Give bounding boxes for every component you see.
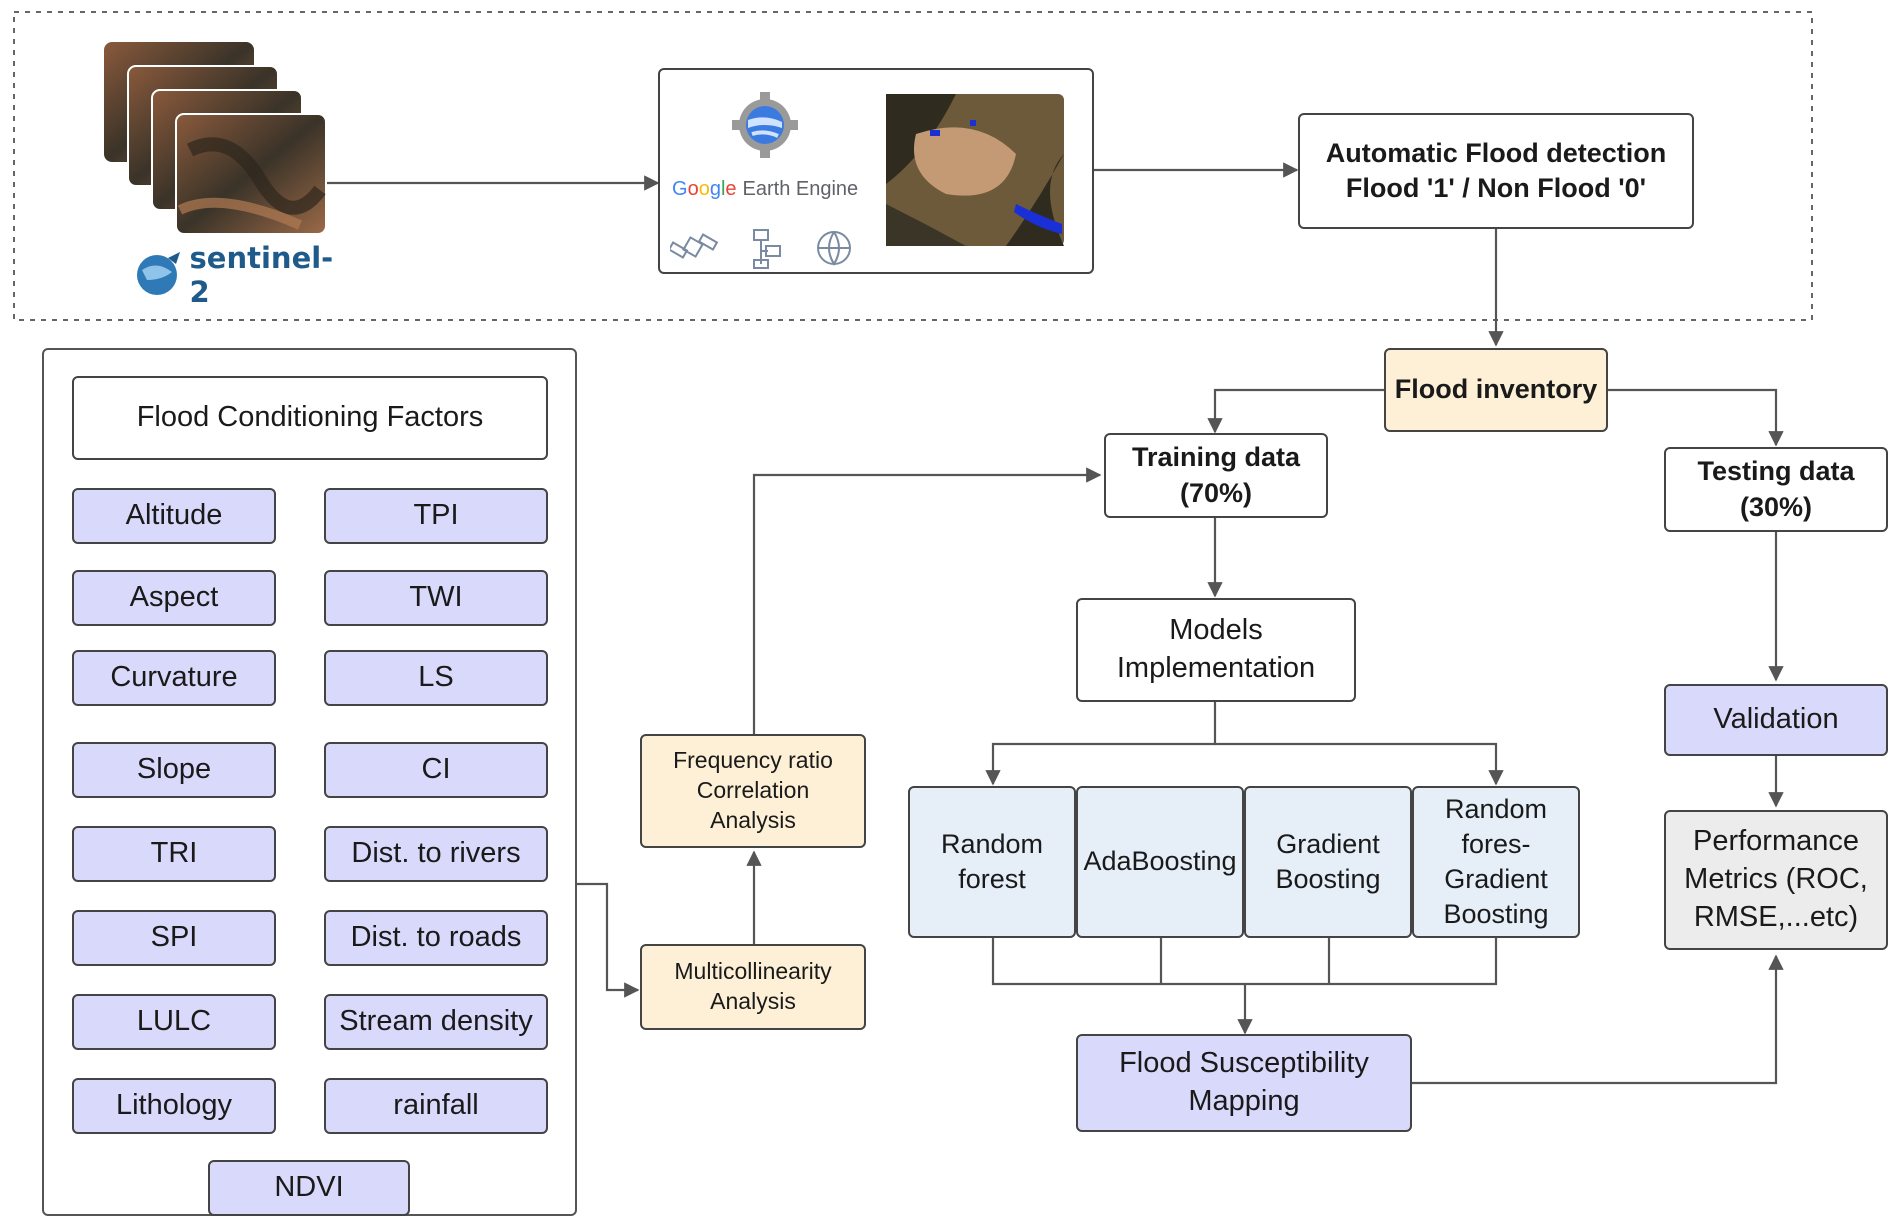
factor-tpi: TPI <box>324 488 548 544</box>
factor-aspect: Aspect <box>72 570 276 626</box>
arrow-freq-to-training <box>752 467 1102 734</box>
google-letter: e <box>725 178 737 200</box>
google-letter: l <box>720 178 726 200</box>
arrow-inventory-to-testing <box>1608 388 1784 447</box>
factor-dist-to-rivers: Dist. to rivers <box>324 826 548 882</box>
satellite-image-stack-icon <box>104 42 327 235</box>
factor-tri: TRI <box>72 826 276 882</box>
satellite-image-stack <box>100 40 330 240</box>
factor-slope: Slope <box>72 742 276 798</box>
earth-engine-label: Earth Engine <box>742 178 859 200</box>
model-random-forest-gradient-boosting: Random fores- Gradient Boosting <box>1412 786 1580 938</box>
flood-susceptibility-mapping-box: Flood Susceptibility Mapping <box>1076 1034 1412 1132</box>
arrow-mapping-to-performance <box>1412 954 1784 1085</box>
conditioning-factors-title: Flood Conditioning Factors <box>72 376 548 460</box>
flood-inventory-box: Flood inventory <box>1384 348 1608 432</box>
arrow-models-split <box>985 702 1217 786</box>
factor-dist-to-roads: Dist. to roads <box>324 910 548 966</box>
earth-engine-gear-icon <box>732 92 798 158</box>
testing-data-box: Testing data (30%) <box>1664 447 1888 532</box>
training-data-box: Training data (70%) <box>1104 433 1328 518</box>
sentinel-2-logo: sentinel-2 <box>132 241 352 309</box>
models-implementation-box: Models Implementation <box>1076 598 1356 702</box>
auto-detection-box: Automatic Flood detection Flood '1' / No… <box>1298 113 1694 229</box>
arrow-inventory-to-training <box>1207 388 1384 434</box>
google-letter: o <box>687 178 699 200</box>
flood-map-thumbnail <box>886 94 1064 246</box>
arrow-factors-to-multicollinearity <box>577 882 640 998</box>
factor-twi: TWI <box>324 570 548 626</box>
arrow-models-to-mapping <box>991 938 1498 986</box>
workflow-icon <box>753 229 781 269</box>
satellite-icon <box>670 233 719 259</box>
factor-lulc: LULC <box>72 994 276 1050</box>
factor-lithology: Lithology <box>72 1078 276 1134</box>
model-adaboosting: AdaBoosting <box>1076 786 1244 938</box>
multicollinearity-box: Multicollinearity Analysis <box>640 944 866 1030</box>
factor-curvature: Curvature <box>72 650 276 706</box>
factor-ndvi: NDVI <box>208 1160 410 1216</box>
google-letter: g <box>709 178 721 200</box>
gee-tool-icons <box>670 229 851 269</box>
globe-network-icon <box>817 231 851 266</box>
google-letter: o <box>698 178 710 200</box>
validation-box: Validation <box>1664 684 1888 756</box>
frequency-ratio-box: Frequency ratio Correlation Analysis <box>640 734 866 848</box>
globe-icon <box>137 252 180 295</box>
factor-rainfall: rainfall <box>324 1078 548 1134</box>
factor-altitude: Altitude <box>72 488 276 544</box>
google-wordmark: Google <box>672 178 737 200</box>
factor-ls: LS <box>324 650 548 706</box>
sentinel-2-label: sentinel-2 <box>189 241 334 309</box>
factor-stream-density: Stream density <box>324 994 548 1050</box>
factor-spi: SPI <box>72 910 276 966</box>
data-acquisition-region <box>13 11 1813 321</box>
model-gradient-boosting: Gradient Boosting <box>1244 786 1412 938</box>
performance-metrics-box: Performance Metrics (ROC, RMSE,...etc) <box>1664 810 1888 950</box>
model-random-forest: Random forest <box>908 786 1076 938</box>
google-letter: G <box>672 178 688 200</box>
factor-ci: CI <box>324 742 548 798</box>
